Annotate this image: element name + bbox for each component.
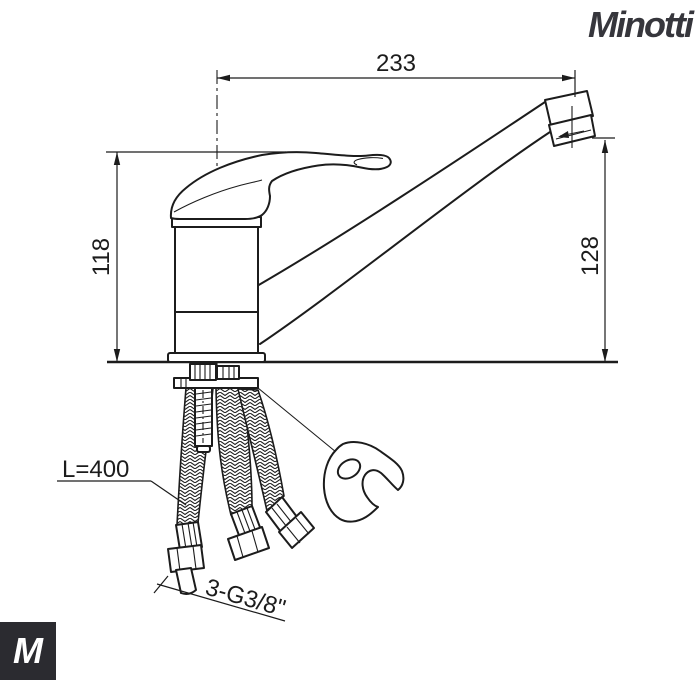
dim-233-label: 233	[376, 50, 416, 77]
hose-middle-nut	[227, 526, 270, 561]
brand-badge-letter: M	[13, 630, 43, 671]
mounting-wrench	[322, 441, 405, 523]
hose-right-nut	[278, 511, 315, 549]
threaded-rod	[194, 385, 213, 453]
base-flange	[167, 352, 266, 363]
wrench-hole	[336, 458, 362, 480]
supply-hose-middle	[215, 387, 270, 561]
wrench-leader-line	[257, 387, 337, 453]
supply-hose-right	[237, 388, 315, 549]
faucet-handle	[169, 151, 392, 220]
supply-hose-left	[167, 387, 214, 595]
dim-spout-reach: 233	[217, 50, 576, 97]
dim-118-label: 118	[88, 238, 115, 276]
mounting-nuts	[189, 363, 240, 381]
rod-end-cap	[196, 445, 211, 453]
faucet-body	[167, 216, 266, 363]
label-hose-length: L=400	[57, 456, 187, 506]
handle-tip-line	[353, 157, 384, 166]
handle-dome-line	[173, 179, 263, 213]
brand-badge: M	[0, 622, 56, 680]
dim-128-label: 128	[577, 236, 604, 276]
hose-length-text: L=400	[62, 456, 129, 483]
hose-thread-text: 3-G3/8"	[202, 574, 288, 623]
brand-logo: Minotti	[588, 4, 694, 45]
dim-body-height: 118	[88, 151, 286, 362]
label-hose-thread: 3-G3/8"	[153, 574, 289, 623]
dim-outlet-height: 128	[577, 137, 615, 362]
faucet-spout	[256, 90, 596, 345]
